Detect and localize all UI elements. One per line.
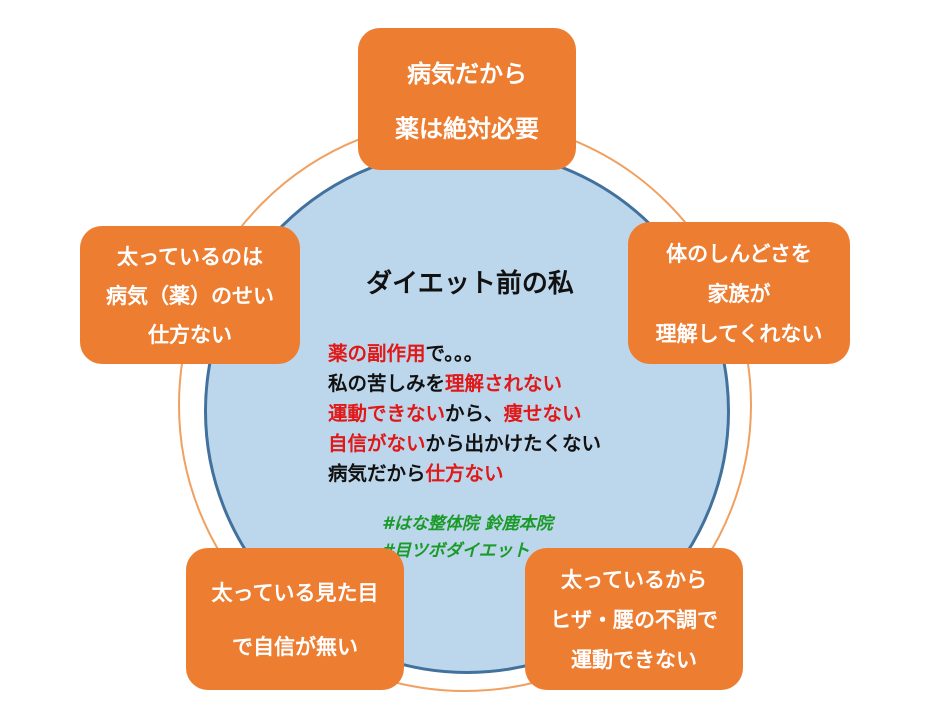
line-1-text: で。。。	[425, 342, 484, 365]
box-right-line-2: 家族が	[707, 282, 771, 306]
line-3-emphasis-b: 痩せない	[503, 402, 582, 425]
box-bottom-left-line-1: 太っている見た目	[211, 581, 379, 606]
line-3-emphasis-a: 運動できない	[328, 402, 446, 425]
line-5-text: 病気だから	[328, 462, 426, 485]
box-bottom-right-line-3: 運動できない	[571, 648, 697, 672]
box-left-line-1: 太っているのは	[117, 245, 263, 269]
line-4-emphasis: 自信がない	[328, 432, 426, 455]
description-line-2: 私の苦しみを理解されない	[328, 369, 708, 399]
line-2-text: 私の苦しみを	[328, 372, 446, 395]
description-line-3: 運動できないから、痩せない	[328, 399, 708, 429]
box-bottom-right-line-1: 太っているから	[561, 568, 707, 592]
box-top-line-2: 薬は絶対必要	[395, 115, 539, 143]
box-left: 太っているのは 病気（薬）のせい 仕方ない	[80, 226, 300, 364]
box-left-line-2: 病気（薬）のせい	[106, 284, 274, 308]
box-bottom-right-line-2: ヒザ・腰の不調で	[550, 608, 718, 632]
box-top-line-1: 病気だから	[407, 60, 527, 88]
line-2-emphasis: 理解されない	[445, 372, 563, 395]
box-left-line-3: 仕方ない	[148, 323, 232, 347]
hashtag-diet: #目ツボダイエット	[382, 541, 530, 561]
line-5-emphasis: 仕方ない	[425, 462, 504, 485]
description-line-5: 病気だから仕方ない	[328, 459, 708, 489]
line-3-text: から、	[445, 402, 504, 425]
center-description: 薬の副作用で。。。 私の苦しみを理解されない 運動できないから、痩せない 自信が…	[328, 339, 708, 489]
line-4-text: から出かけたくない	[425, 432, 602, 455]
description-line-4: 自信がないから出かけたくない	[328, 429, 708, 459]
box-right-line-3: 理解してくれない	[655, 322, 823, 346]
box-bottom-right: 太っているから ヒザ・腰の不調で 運動できない	[525, 548, 743, 690]
hashtag-clinic: #はな整体院 鈴鹿本院	[382, 514, 553, 534]
box-bottom-left: 太っている見た目 で自信が無い	[186, 548, 404, 690]
center-title: ダイエット前の私	[366, 269, 574, 299]
box-bottom-left-line-2: で自信が無い	[232, 634, 358, 659]
box-right-line-1: 体のしんどさを	[666, 242, 812, 266]
description-line-1: 薬の副作用で。。。	[328, 339, 708, 369]
box-top: 病気だから 薬は絶対必要	[358, 28, 576, 170]
line-1-emphasis: 薬の副作用	[328, 342, 426, 365]
box-right: 体のしんどさを 家族が 理解してくれない	[628, 222, 850, 364]
hashtags: #はな整体院 鈴鹿本院 #目ツボダイエット	[382, 511, 553, 565]
